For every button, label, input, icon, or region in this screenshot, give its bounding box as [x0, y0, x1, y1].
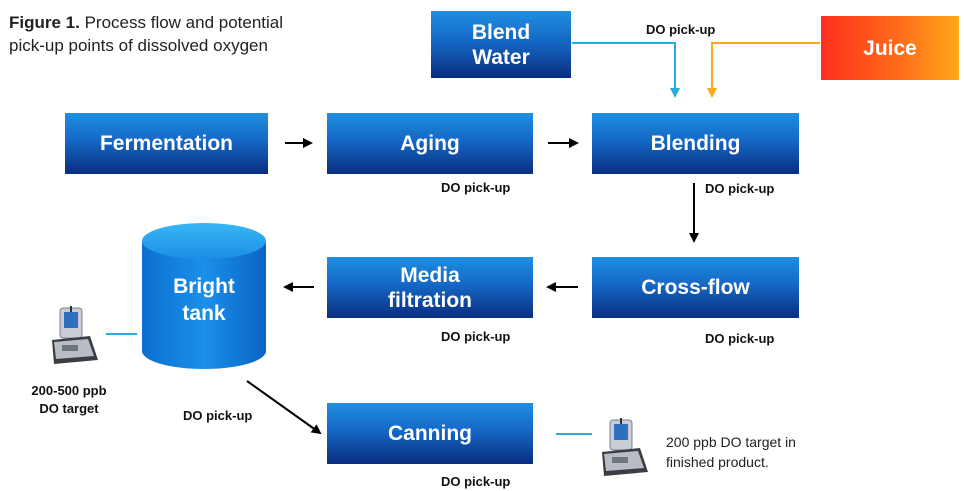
caption-text-line2: pick-up points of dissolved oxygen [9, 36, 268, 55]
blend-water-line2: Water [472, 45, 530, 69]
arrow-tank-canning [246, 380, 322, 435]
aging-label: Aging [400, 132, 460, 155]
bright-tank-line2: tank [182, 302, 226, 325]
juice-connector [707, 42, 820, 98]
do-pickup-label-top: DO pick-up [646, 22, 716, 37]
blending-label: Blending [650, 132, 741, 155]
blend-water-connector [572, 42, 680, 98]
bright-tank-line1: Bright [173, 275, 235, 298]
figure-label: Figure 1. [9, 13, 80, 32]
finished-target-line1: 200 ppb DO target in [666, 434, 796, 450]
fermentation-box: Fermentation [65, 113, 268, 174]
blending-box: Blending [592, 113, 799, 174]
juice-box: Juice [821, 16, 959, 80]
tank-target-line2: DO target [39, 401, 99, 416]
canning-box: Canning [327, 403, 533, 464]
blend-water-line1: Blend [471, 20, 531, 44]
media-filtration-line1: Media [400, 263, 460, 287]
finished-target-line2: finished product. [666, 454, 769, 470]
cross-flow-label: Cross-flow [641, 276, 750, 299]
do-pickup-label-tank: DO pick-up [183, 408, 253, 423]
do-pickup-label-blending: DO pick-up [705, 181, 775, 196]
tank-do-target: 200-500 ppb DO target [14, 382, 124, 418]
bright-tank-label: Bright tank [140, 273, 268, 327]
tank-target-line1: 200-500 ppb [31, 383, 107, 398]
fermentation-label: Fermentation [99, 132, 233, 155]
bright-tank-shape [142, 223, 266, 369]
media-filtration-box: Media filtration [327, 257, 533, 318]
do-meter-icon [52, 306, 98, 364]
canning-label: Canning [388, 422, 472, 445]
figure-caption: Figure 1. Process flow and potential pic… [9, 11, 389, 57]
do-pickup-label-canning: DO pick-up [441, 474, 511, 489]
finished-product-target: 200 ppb DO target in finished product. [666, 432, 796, 472]
do-pickup-label-media: DO pick-up [441, 329, 511, 344]
cross-flow-box: Cross-flow [592, 257, 799, 318]
media-filtration-line2: filtration [388, 288, 472, 312]
do-pickup-label-crossflow: DO pick-up [705, 331, 775, 346]
blend-water-box: Blend Water [431, 11, 571, 78]
do-pickup-label-aging: DO pick-up [441, 180, 511, 195]
aging-box: Aging [327, 113, 533, 174]
caption-text-line1: Process flow and potential [84, 13, 284, 32]
juice-label: Juice [863, 36, 917, 60]
do-meter-icon [602, 418, 648, 476]
